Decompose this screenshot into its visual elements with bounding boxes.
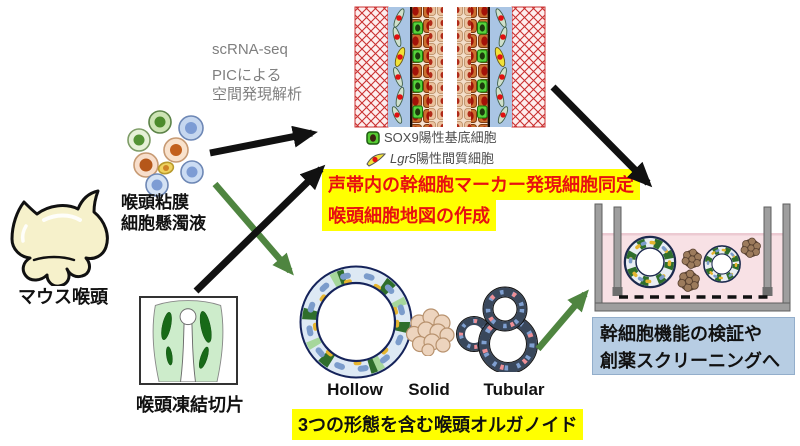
arrow-organoid-to-well (535, 289, 589, 352)
organoid-label-tubular: Tubular (483, 380, 545, 399)
vocal-fold-tissue-illustration (354, 6, 546, 128)
mouse-larynx-label: マウス喉頭 (18, 287, 108, 307)
outcome-line1: 幹細胞機能の検証や (600, 324, 762, 344)
organoid-label-hollow: Hollow (327, 380, 383, 399)
organoid-caption-highlight: 3つの形態を含む喉頭オルガノイド (292, 409, 584, 440)
finding-highlight-2: 喉頭細胞地図の作成 (322, 200, 496, 231)
arrow-suspension-to-tissue-map (209, 125, 318, 157)
frozen-section-illustration (152, 300, 224, 382)
pic-analysis-line2: 空間発現解析 (212, 86, 303, 103)
frozen-section-box (139, 296, 238, 385)
pic-analysis-label: PICによる 空間発現解析 (212, 66, 302, 104)
pic-analysis-line1: PICによる (212, 67, 282, 84)
outcome-line2: 創薬スクリーニングへ (600, 351, 780, 371)
hollow-organoid-illustration (299, 265, 413, 379)
tissue-legend: SOX9陽性基底細胞 Lgr5陽性間質細胞 (366, 130, 497, 167)
cell-suspension-label-line1: 喉頭粘膜 (121, 193, 189, 212)
tubular-organoid-illustration (456, 286, 538, 372)
legend-row-sox9: SOX9陽性基底細胞 (366, 130, 497, 146)
sox9-basal-cell-icon (366, 131, 380, 145)
legend-sox9-label: SOX9陽性基底細胞 (384, 130, 497, 145)
outcome-box: 幹細胞機能の検証や 創薬スクリーニングへ (592, 317, 795, 375)
legend-row-lgr5: Lgr5陽性間質細胞 (366, 151, 497, 167)
lgr5-stromal-cell-icon (366, 152, 386, 167)
scrnaseq-label: scRNA-seq (212, 41, 288, 58)
lgr5-gene-name: Lgr5 (390, 151, 417, 166)
solid-organoid-illustration (405, 308, 455, 356)
cell-suspension-label-line2: 細胞懸濁液 (121, 214, 206, 233)
organoid-label-solid: Solid (408, 380, 450, 399)
arrow-suspension-to-organoid (212, 181, 294, 276)
frozen-section-label: 喉頭凍結切片 (136, 395, 244, 415)
finding-highlight-1: 声帯内の幹細胞マーカー発現細胞同定 (322, 169, 640, 200)
lgr5-label-rest: 陽性間質細胞 (416, 151, 495, 166)
legend-lgr5-label: Lgr5陽性間質細胞 (390, 151, 494, 167)
mouse-larynx-illustration (10, 189, 109, 286)
cell-suspension-label: 喉頭粘膜 細胞懸濁液 (121, 192, 206, 234)
cell-suspension-illustration (127, 110, 204, 197)
culture-well-illustration (594, 203, 791, 312)
